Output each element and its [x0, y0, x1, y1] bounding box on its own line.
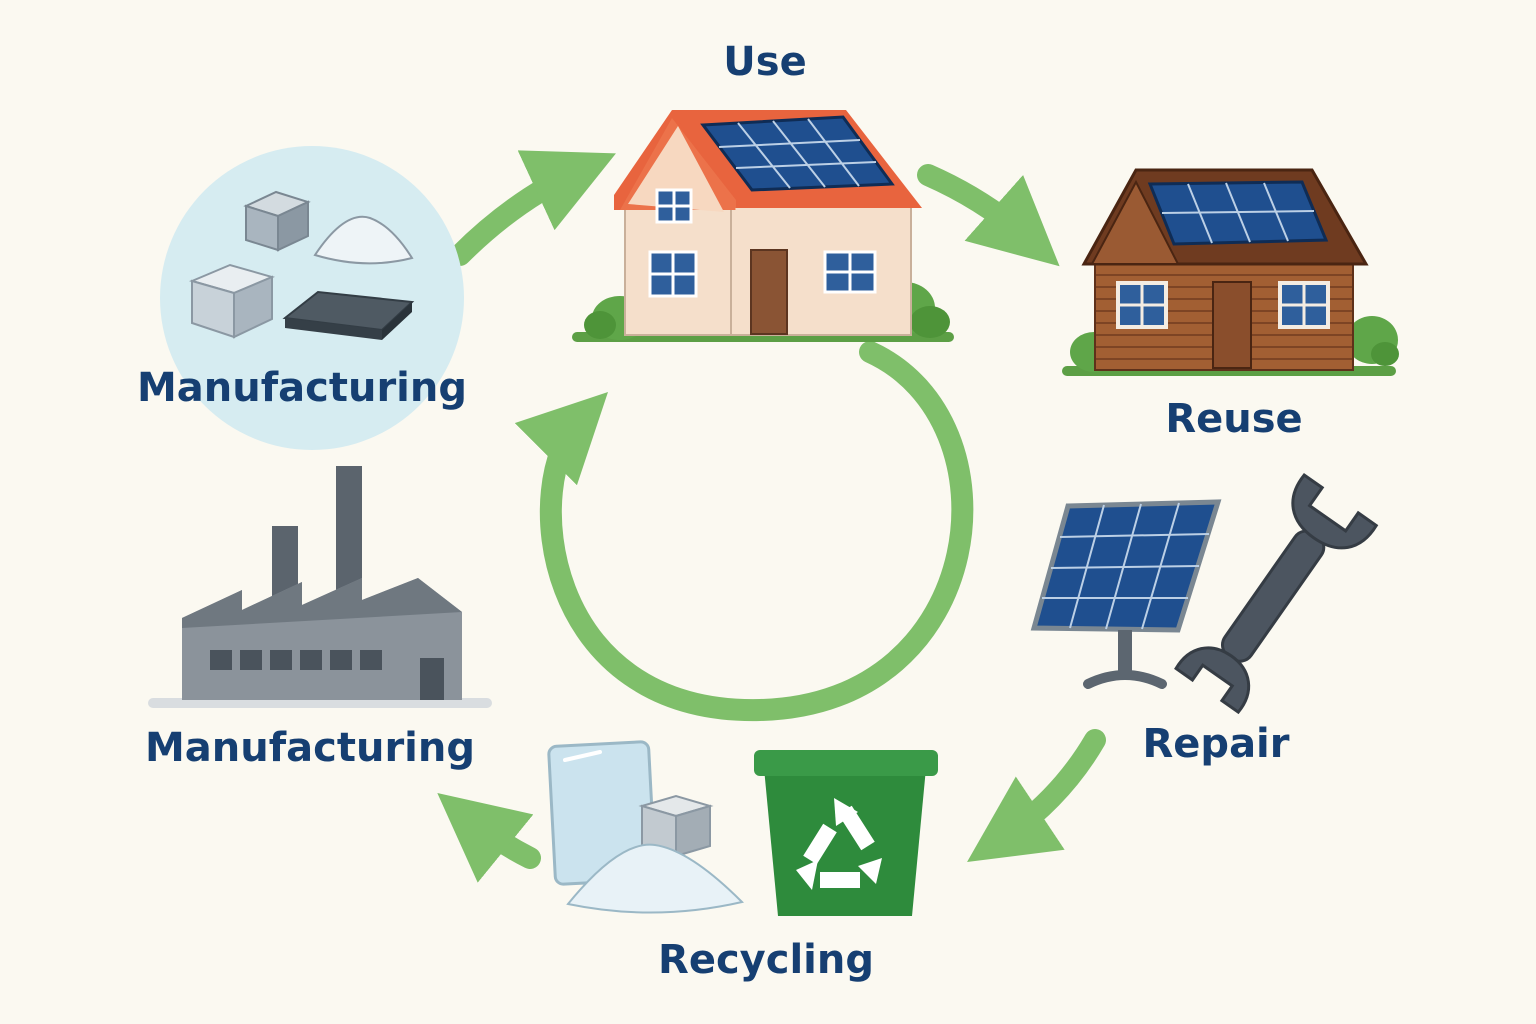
- house-with-solar-icon: [572, 110, 954, 342]
- manufacturing-top-label: Manufacturing: [137, 365, 467, 411]
- repair-label: Repair: [1142, 721, 1290, 767]
- use-label: Use: [723, 39, 807, 85]
- arrow-recycling-to-manufacturing: [437, 792, 541, 883]
- arrow-manufacturing-to-use: [449, 150, 616, 266]
- reuse-label: Reuse: [1165, 396, 1303, 442]
- raw-materials-icon: [160, 146, 464, 450]
- recycling-bin-icon: [754, 750, 938, 916]
- arrow-use-to-reuse: [917, 164, 1060, 267]
- cycle-arrows: [437, 150, 1106, 883]
- cabin-with-solar-icon: [1062, 168, 1399, 376]
- arrow-repair-to-recycling: [967, 729, 1106, 862]
- solar-panel-icon: [1030, 499, 1222, 689]
- recycling-label: Recycling: [658, 937, 874, 983]
- manufacturing-bottom-label: Manufacturing: [145, 725, 475, 771]
- recovered-materials-icon: [547, 740, 744, 914]
- factory-icon: [148, 466, 492, 708]
- wrench-icon: [1174, 472, 1379, 715]
- arrow-inner-loop: [514, 341, 974, 722]
